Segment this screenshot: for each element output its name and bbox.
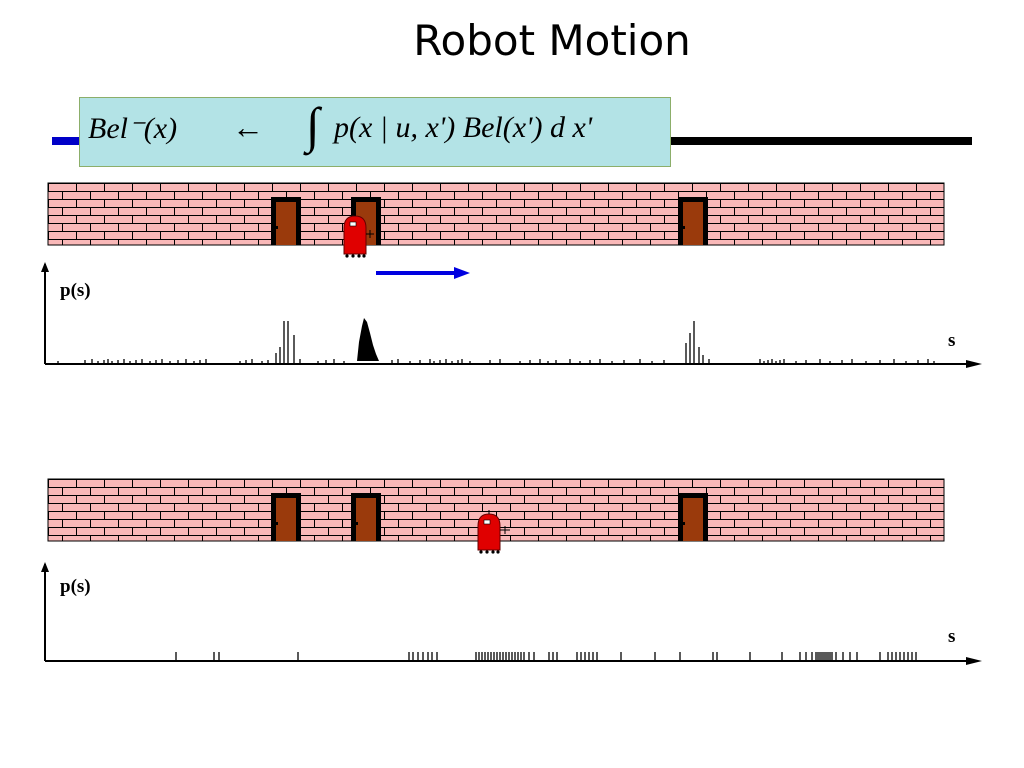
slide-title: Robot Motion: [413, 16, 691, 65]
formula-arrow: ←: [232, 109, 264, 145]
integral-sign: ∫: [306, 97, 320, 153]
door-2: [351, 493, 381, 541]
plot-top-distribution: [57, 321, 935, 363]
wall-bottom: [47, 478, 945, 554]
door-1: [271, 197, 301, 245]
wall-top: [47, 182, 945, 258]
door-3: [678, 493, 708, 541]
plot-top-axes: [41, 262, 982, 368]
plot-top-main-peak: [357, 318, 379, 361]
formula-rhs: p(x | u, x') Bel(x') d x': [334, 111, 593, 144]
formula-lhs: Bel⁻(x): [88, 112, 178, 145]
plot-bottom-distribution: [175, 652, 917, 660]
plot-bottom-ylabel: p(s): [60, 576, 91, 597]
plot-top-ylabel: p(s): [60, 280, 91, 301]
motion-arrow: [376, 267, 470, 279]
door-1: [271, 493, 301, 541]
door-3: [678, 197, 708, 245]
motion-update-formula: Bel⁻(x) ← ∫ p(x | u, x') Bel(x') d x': [79, 97, 671, 167]
plot-top-xlabel: s: [948, 330, 955, 351]
plot-bottom-xlabel: s: [948, 626, 955, 647]
plot-bottom-axes: [41, 562, 982, 665]
robot-bottom: [477, 510, 510, 554]
robot-top: [343, 212, 374, 258]
